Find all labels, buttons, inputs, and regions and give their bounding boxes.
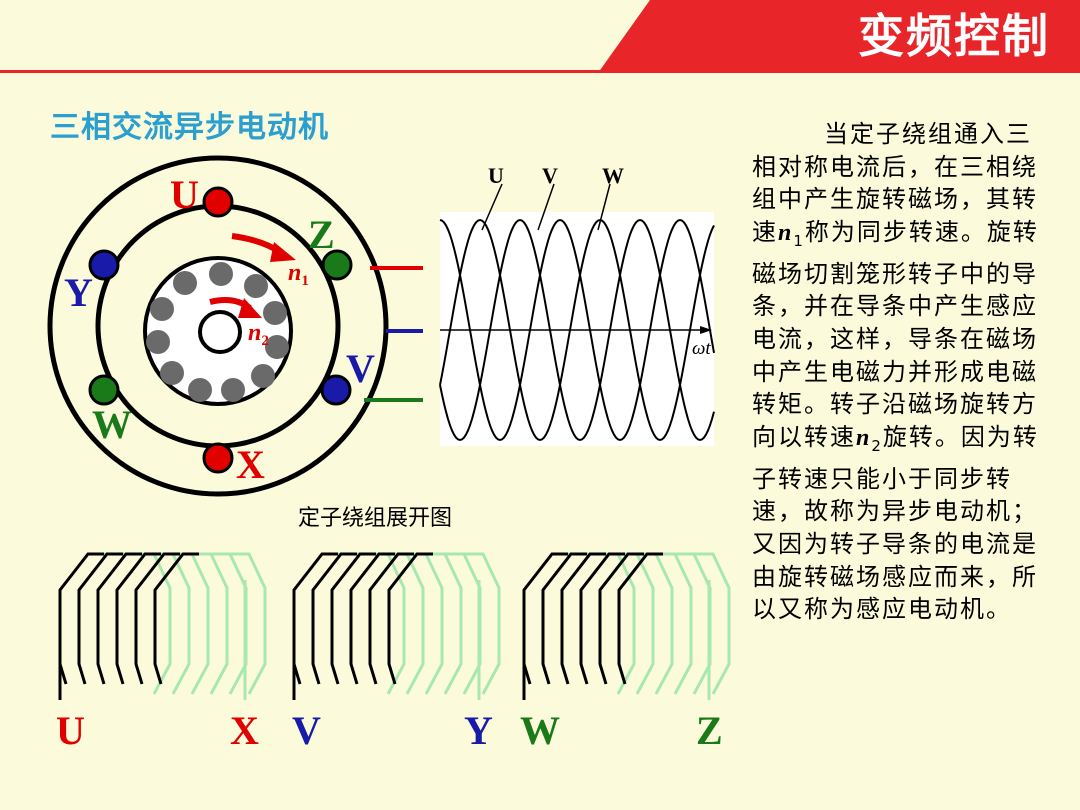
winding-group-3 — [522, 552, 731, 700]
slot-z — [321, 249, 353, 281]
motor-diagram: U Z Y V W X n1 n2 — [47, 155, 423, 497]
pointer-u — [481, 183, 503, 231]
winding-w-end: Z — [696, 708, 723, 753]
desc-part-3: 旋转。因为转子转速只能小于同步转速，故称为异步电动机；又因为转子导条的电流是由旋… — [752, 423, 1039, 624]
wave-u — [439, 218, 715, 442]
header-rule — [0, 70, 1080, 73]
header-banner — [598, 0, 1080, 73]
section-subtitle: 三相交流异步电动机 — [50, 110, 329, 145]
winding-v-start: V — [292, 708, 321, 753]
rotation-arrow-inner-head — [238, 298, 262, 318]
waveform-panel — [440, 212, 714, 446]
page-title: 变频控制 — [858, 9, 1050, 63]
speed-n2-label: n2 — [248, 320, 269, 349]
label-w: W — [92, 402, 132, 447]
winding-groups — [58, 552, 731, 700]
winding-v-end: Y — [464, 708, 493, 753]
wave-w — [439, 218, 715, 442]
label-u: U — [170, 172, 199, 217]
label-z: Z — [308, 212, 335, 257]
slot-w — [88, 374, 120, 406]
desc-n1-symbol: n — [778, 220, 794, 247]
winding-u-start: U — [56, 708, 85, 753]
winding-w-start: W — [520, 708, 560, 753]
description-paragraph: 当定子绕组通入三相对称电流后，在三相绕组中产生旋转磁场，其转速n1称为同步转速。… — [752, 118, 1052, 626]
pointer-v — [537, 183, 555, 231]
winding-group-1 — [58, 552, 267, 700]
stator-outer-ring — [47, 155, 389, 497]
wave-label-w: W — [602, 163, 624, 188]
slot-u — [202, 186, 234, 218]
wave-v — [439, 218, 715, 442]
wave-label-v: V — [542, 163, 558, 188]
rotor-bars — [146, 262, 289, 402]
desc-n1-subscript: 1 — [793, 231, 805, 250]
waveform-plot: ωt U V W — [439, 163, 715, 446]
desc-n2-symbol: n — [856, 425, 872, 452]
winding-u-end: X — [230, 708, 259, 753]
slot-y — [88, 249, 120, 281]
winding-group-2 — [292, 552, 501, 700]
slot-x — [202, 442, 234, 474]
stator-slots — [88, 186, 353, 474]
desc-part-1: 当定子绕组通入三相对称电流后，在三相绕组中产生旋转磁场，其转速 — [752, 120, 1038, 247]
desc-n2-subscript: 2 — [871, 436, 883, 455]
waveform-axis-label: ωt — [692, 338, 711, 359]
speed-n1-label: n1 — [288, 260, 309, 289]
rotation-arrow-outer-head — [270, 242, 296, 262]
wave-label-u: U — [488, 163, 504, 188]
label-x: X — [236, 442, 265, 487]
winding-diagram: U X V Y W Z — [56, 552, 731, 753]
pointer-w — [597, 183, 611, 231]
desc-part-2: 称为同步转速。旋转磁场切割笼形转子中的导条，并在导条中产生感应电流，这样，导条在… — [752, 218, 1039, 452]
rotor-shaft — [198, 310, 242, 354]
waveform-axis-arrow — [700, 326, 712, 334]
label-v: V — [346, 346, 375, 391]
label-y: Y — [64, 270, 93, 315]
winding-diagram-caption: 定子绕组展开图 — [298, 506, 453, 531]
slot-v — [320, 374, 352, 406]
